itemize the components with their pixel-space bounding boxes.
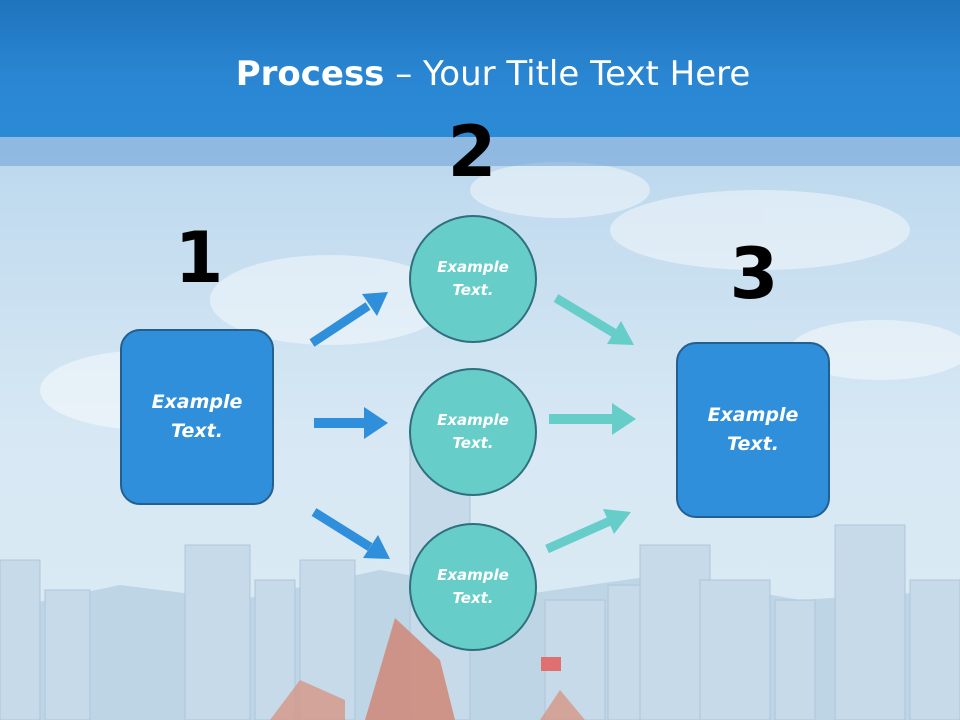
step-1-box: Example Text. [120, 329, 274, 505]
step-2-circle-bottom-text: Example Text. [437, 566, 509, 607]
step-1-text: Example Text. [151, 391, 243, 442]
step-2-circle-middle: Example Text. [409, 368, 537, 496]
title-rest: – Your Title Text Here [384, 54, 751, 94]
step-3-box: Example Text. [676, 342, 830, 518]
title-bold: Process [235, 54, 385, 94]
step-2-circle-top: Example Text. [409, 215, 537, 343]
step-number-3: 3 [729, 233, 779, 315]
step-2-circle-bottom: Example Text. [409, 523, 537, 651]
step-3-text: Example Text. [707, 404, 799, 455]
step-number-1: 1 [174, 217, 224, 299]
step-2-circle-middle-text: Example Text. [437, 411, 509, 452]
step-number-2: 2 [447, 111, 497, 193]
title-bar [0, 0, 960, 137]
title-bar-band [0, 137, 960, 166]
slide-title: Process – Your Title Text Here [0, 52, 960, 96]
step-2-circle-top-text: Example Text. [437, 258, 509, 299]
